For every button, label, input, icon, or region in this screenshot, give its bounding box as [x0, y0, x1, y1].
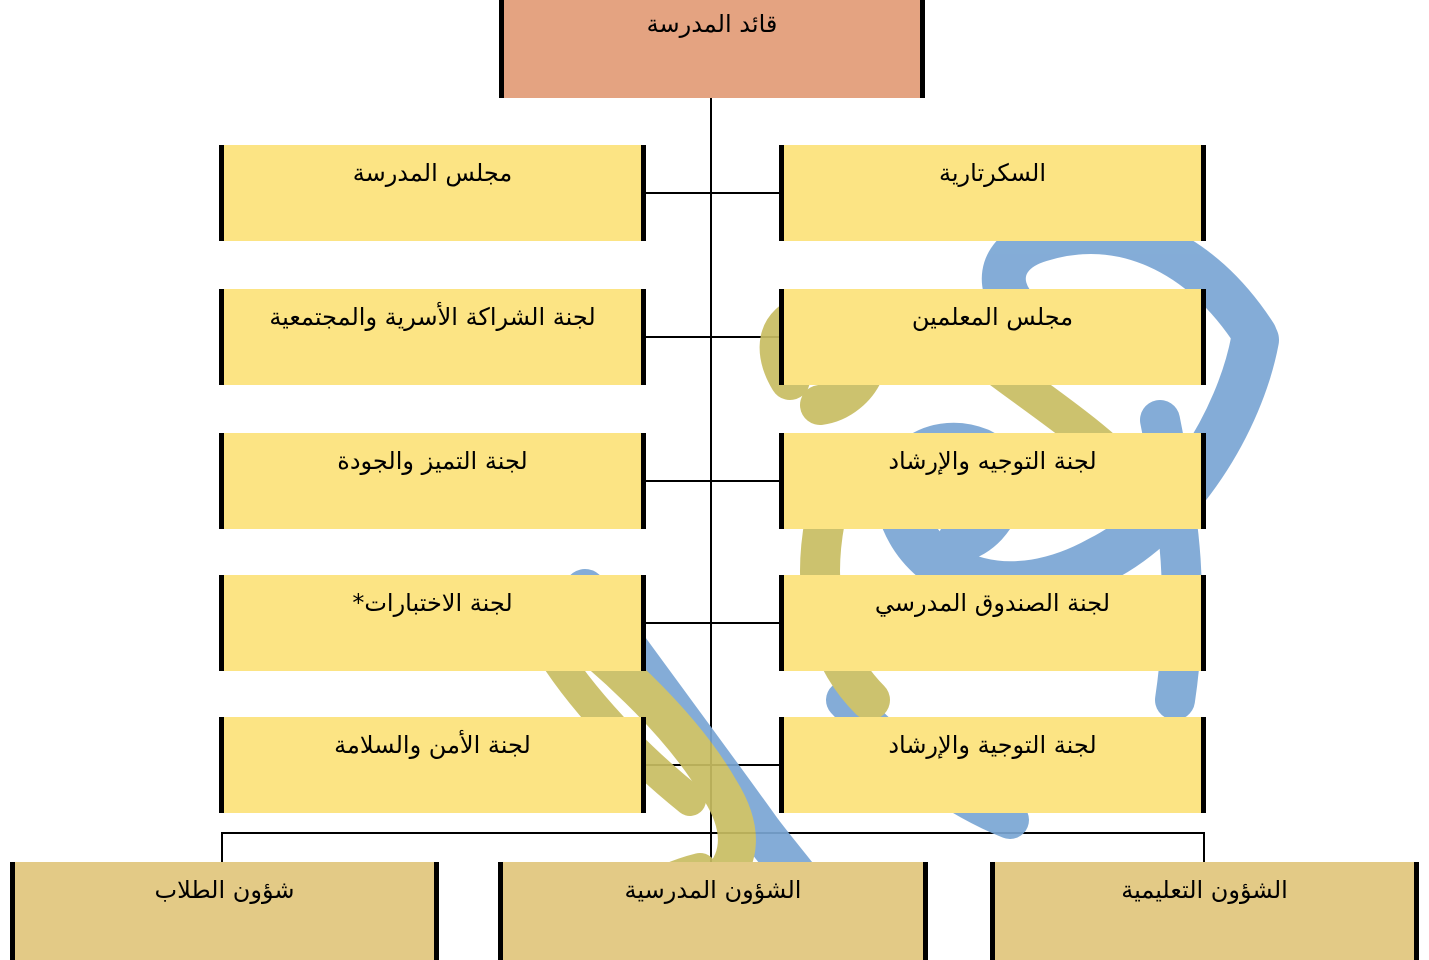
main-vertical-connector — [710, 98, 712, 848]
affairs-box-center: الشؤون المدرسية — [498, 862, 928, 960]
committee-label: لجنة الاختبارات* — [352, 589, 513, 617]
committee-box-left-5: لجنة الأمن والسلامة — [219, 717, 646, 813]
committee-label: لجنة التميز والجودة — [337, 447, 528, 475]
committee-label: لجنة التوجيه والإرشاد — [888, 447, 1097, 475]
committee-box-right-1: السكرتارية — [779, 145, 1206, 241]
affairs-label: الشؤون المدرسية — [624, 876, 802, 904]
branch-connector-row-3 — [645, 480, 783, 482]
bottom-horizontal-connector — [221, 832, 1205, 834]
affairs-label: شؤون الطلاب — [154, 876, 295, 904]
committee-box-right-5: لجنة التوجية والإرشاد — [779, 717, 1206, 813]
committee-box-left-3: لجنة التميز والجودة — [219, 433, 646, 529]
bottom-drop-center — [710, 832, 712, 862]
branch-connector-row-5 — [645, 764, 783, 766]
affairs-box-right: الشؤون التعليمية — [990, 862, 1419, 960]
committee-label: لجنة التوجية والإرشاد — [888, 731, 1097, 759]
committee-box-left-2: لجنة الشراكة الأسرية والمجتمعية — [219, 289, 646, 385]
committee-label: السكرتارية — [939, 159, 1047, 187]
committee-box-left-1: مجلس المدرسة — [219, 145, 646, 241]
bottom-drop-right — [1203, 832, 1205, 862]
committee-label: لجنة الأمن والسلامة — [334, 731, 531, 759]
committee-label: مجلس المعلمين — [911, 303, 1074, 331]
branch-connector-row-4 — [645, 622, 783, 624]
committee-label: مجلس المدرسة — [352, 159, 513, 187]
affairs-label: الشؤون التعليمية — [1121, 876, 1288, 904]
committee-box-right-4: لجنة الصندوق المدرسي — [779, 575, 1206, 671]
committee-box-right-2: مجلس المعلمين — [779, 289, 1206, 385]
leader-box: قائد المدرسة — [499, 0, 925, 98]
branch-connector-row-1 — [645, 192, 783, 194]
committee-box-right-3: لجنة التوجيه والإرشاد — [779, 433, 1206, 529]
committee-label: لجنة الشراكة الأسرية والمجتمعية — [269, 303, 596, 331]
committee-box-left-4: لجنة الاختبارات* — [219, 575, 646, 671]
leader-label: قائد المدرسة — [646, 10, 778, 38]
committee-label: لجنة الصندوق المدرسي — [874, 589, 1111, 617]
bottom-drop-left — [221, 832, 223, 862]
branch-connector-row-2 — [645, 336, 783, 338]
affairs-box-left: شؤون الطلاب — [10, 862, 439, 960]
